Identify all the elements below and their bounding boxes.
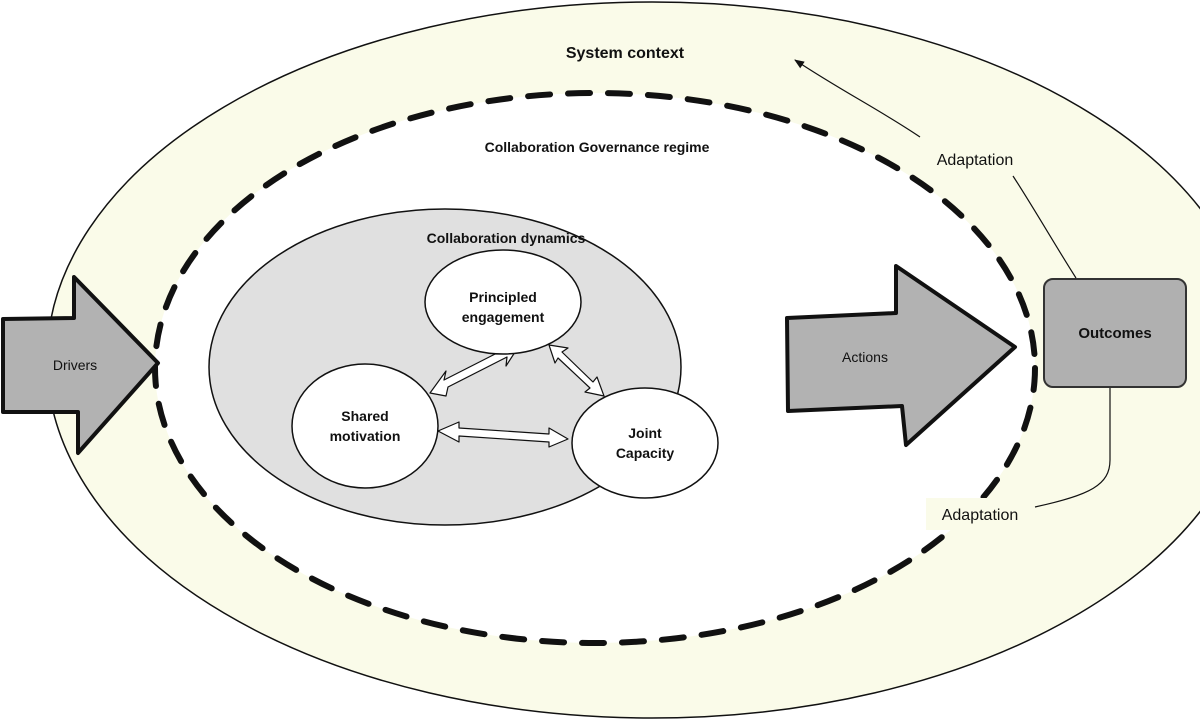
joint-capacity-line2: Capacity (616, 445, 675, 461)
actions-label: Actions (842, 349, 888, 365)
node-principled-engagement: Principled engagement (424, 249, 582, 355)
shared-motivation-line2: motivation (330, 428, 401, 444)
joint-capacity-line1: Joint (628, 425, 662, 441)
outcomes-box: Outcomes (1043, 278, 1187, 388)
adaptation-bottom-label: Adaptation (942, 507, 1019, 524)
principled-engagement-line2: engagement (462, 309, 545, 325)
collaboration-dynamics-label: Collaboration dynamics (427, 230, 586, 246)
outcomes-label: Outcomes (1078, 325, 1151, 342)
link-engagement-capacity (548, 344, 605, 397)
shared-motivation-line1: Shared (341, 408, 388, 424)
drivers-arrow: Drivers (1, 275, 160, 455)
node-shared-motivation: Shared motivation (291, 363, 439, 489)
governance-regime-label: Collaboration Governance regime (485, 139, 710, 155)
drivers-label: Drivers (53, 357, 97, 373)
adaptation-top-arrow (794, 59, 921, 138)
adaptation-bottom-connector (1034, 388, 1111, 508)
link-motivation-capacity (437, 421, 569, 448)
system-context-label: System context (566, 45, 685, 62)
adaptation-top-connector (1012, 175, 1077, 279)
node-joint-capacity: Joint Capacity (571, 387, 719, 499)
principled-engagement-line1: Principled (469, 289, 537, 305)
adaptation-top-label: Adaptation (937, 152, 1014, 169)
actions-arrow: Actions (785, 264, 1017, 447)
